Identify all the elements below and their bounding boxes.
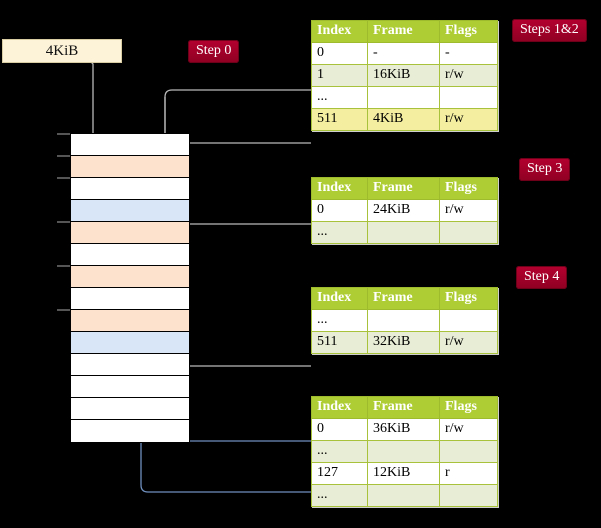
column-header-flags: Flags (439, 396, 498, 419)
cell-index: ... (311, 309, 368, 332)
memory-row (71, 178, 189, 200)
memory-row (71, 244, 189, 266)
cell-flags (439, 484, 498, 507)
source-frame-box: 4KiB (2, 39, 122, 63)
cell-index: 1 (311, 64, 368, 87)
memory-row (71, 398, 189, 420)
cell-frame: - (367, 42, 440, 65)
page-table-level-4: Index Frame Flags 0 - - 1 16KiB r/w ... (311, 20, 498, 131)
memory-row (71, 156, 189, 178)
cell-flags (439, 309, 498, 332)
cell-frame (367, 86, 440, 109)
table-row: 511 32KiB r/w (311, 331, 498, 354)
table-row: 1 16KiB r/w (311, 64, 498, 87)
cell-flags (439, 86, 498, 109)
column-header-index: Index (311, 20, 368, 43)
cell-flags: r/w (439, 108, 498, 131)
memory-row (71, 354, 189, 376)
cell-frame: 24KiB (367, 199, 440, 222)
column-header-index: Index (311, 177, 368, 200)
column-header-index: Index (311, 287, 368, 310)
column-header-frame: Frame (367, 20, 440, 43)
memory-row (71, 288, 189, 310)
cell-frame: 4KiB (367, 108, 440, 131)
cell-index: ... (311, 221, 368, 244)
memory-row (71, 376, 189, 398)
cell-index: 0 (311, 418, 368, 441)
memory-row (71, 200, 189, 222)
memory-tick (57, 133, 71, 135)
memory-row (71, 266, 189, 288)
memory-row (71, 332, 189, 354)
table-row: 0 - - (311, 42, 498, 65)
table-row: 127 12KiB r (311, 462, 498, 485)
memory-row (71, 310, 189, 332)
memory-row (71, 420, 189, 442)
cell-flags: r/w (439, 64, 498, 87)
badge-step-0: Step 0 (188, 40, 240, 63)
cell-frame: 36KiB (367, 418, 440, 441)
cell-index: 511 (311, 331, 368, 354)
badge-step-4: Step 4 (516, 266, 568, 289)
cell-flags: r/w (439, 199, 498, 222)
cell-flags (439, 221, 498, 244)
column-header-flags: Flags (439, 177, 498, 200)
cell-index: ... (311, 440, 368, 463)
badge-step-3: Step 3 (519, 158, 571, 181)
wire-step4 (173, 308, 311, 367)
memory-tick (57, 309, 71, 311)
memory-tick (57, 265, 71, 267)
table-row: ... (311, 440, 498, 463)
memory-tick (57, 155, 71, 157)
table-header-row: Index Frame Flags (311, 287, 498, 310)
table-row: 0 24KiB r/w (311, 199, 498, 222)
cell-index: ... (311, 86, 368, 109)
memory-row (71, 134, 189, 156)
memory-tick (57, 221, 71, 223)
memory-tick (57, 177, 71, 179)
cell-flags (439, 440, 498, 463)
wire-step3 (178, 223, 311, 261)
page-table-level-2: Index Frame Flags ... 511 32KiB r/w (311, 287, 498, 354)
cell-index: 127 (311, 462, 368, 485)
page-table-level-1: Index Frame Flags 0 36KiB r/w ... 127 12… (311, 396, 498, 507)
table-header-row: Index Frame Flags (311, 396, 498, 419)
table-row: 0 36KiB r/w (311, 418, 498, 441)
cell-frame (367, 484, 440, 507)
physical-memory-column (70, 133, 190, 443)
cell-index: ... (311, 484, 368, 507)
cell-frame: 32KiB (367, 331, 440, 354)
wire-steps12-b (176, 142, 311, 155)
cell-flags: r/w (439, 418, 498, 441)
column-header-frame: Frame (367, 177, 440, 200)
column-header-index: Index (311, 396, 368, 419)
cell-flags: r/w (439, 331, 498, 354)
column-header-flags: Flags (439, 287, 498, 310)
badge-steps-1-2: Steps 1&2 (512, 19, 587, 42)
column-header-frame: Frame (367, 287, 440, 310)
table-row: 511 4KiB r/w (311, 108, 498, 131)
cell-frame: 16KiB (367, 64, 440, 87)
cell-flags: r (439, 462, 498, 485)
table-row: ... (311, 86, 498, 109)
table-row: ... (311, 309, 498, 332)
cell-frame: 12KiB (367, 462, 440, 485)
cell-flags: - (439, 42, 498, 65)
page-table-level-3: Index Frame Flags 0 24KiB r/w ... (311, 177, 498, 244)
table-header-row: Index Frame Flags (311, 20, 498, 43)
cell-index: 0 (311, 199, 368, 222)
table-header-row: Index Frame Flags (311, 177, 498, 200)
cell-frame (367, 221, 440, 244)
table-row: ... (311, 484, 498, 507)
cell-index: 0 (311, 42, 368, 65)
wire-step0 (89, 51, 99, 144)
column-header-frame: Frame (367, 396, 440, 419)
cell-frame (367, 440, 440, 463)
cell-index: 511 (311, 108, 368, 131)
cell-frame (367, 309, 440, 332)
column-header-flags: Flags (439, 20, 498, 43)
table-row: ... (311, 221, 498, 244)
memory-row (71, 222, 189, 244)
